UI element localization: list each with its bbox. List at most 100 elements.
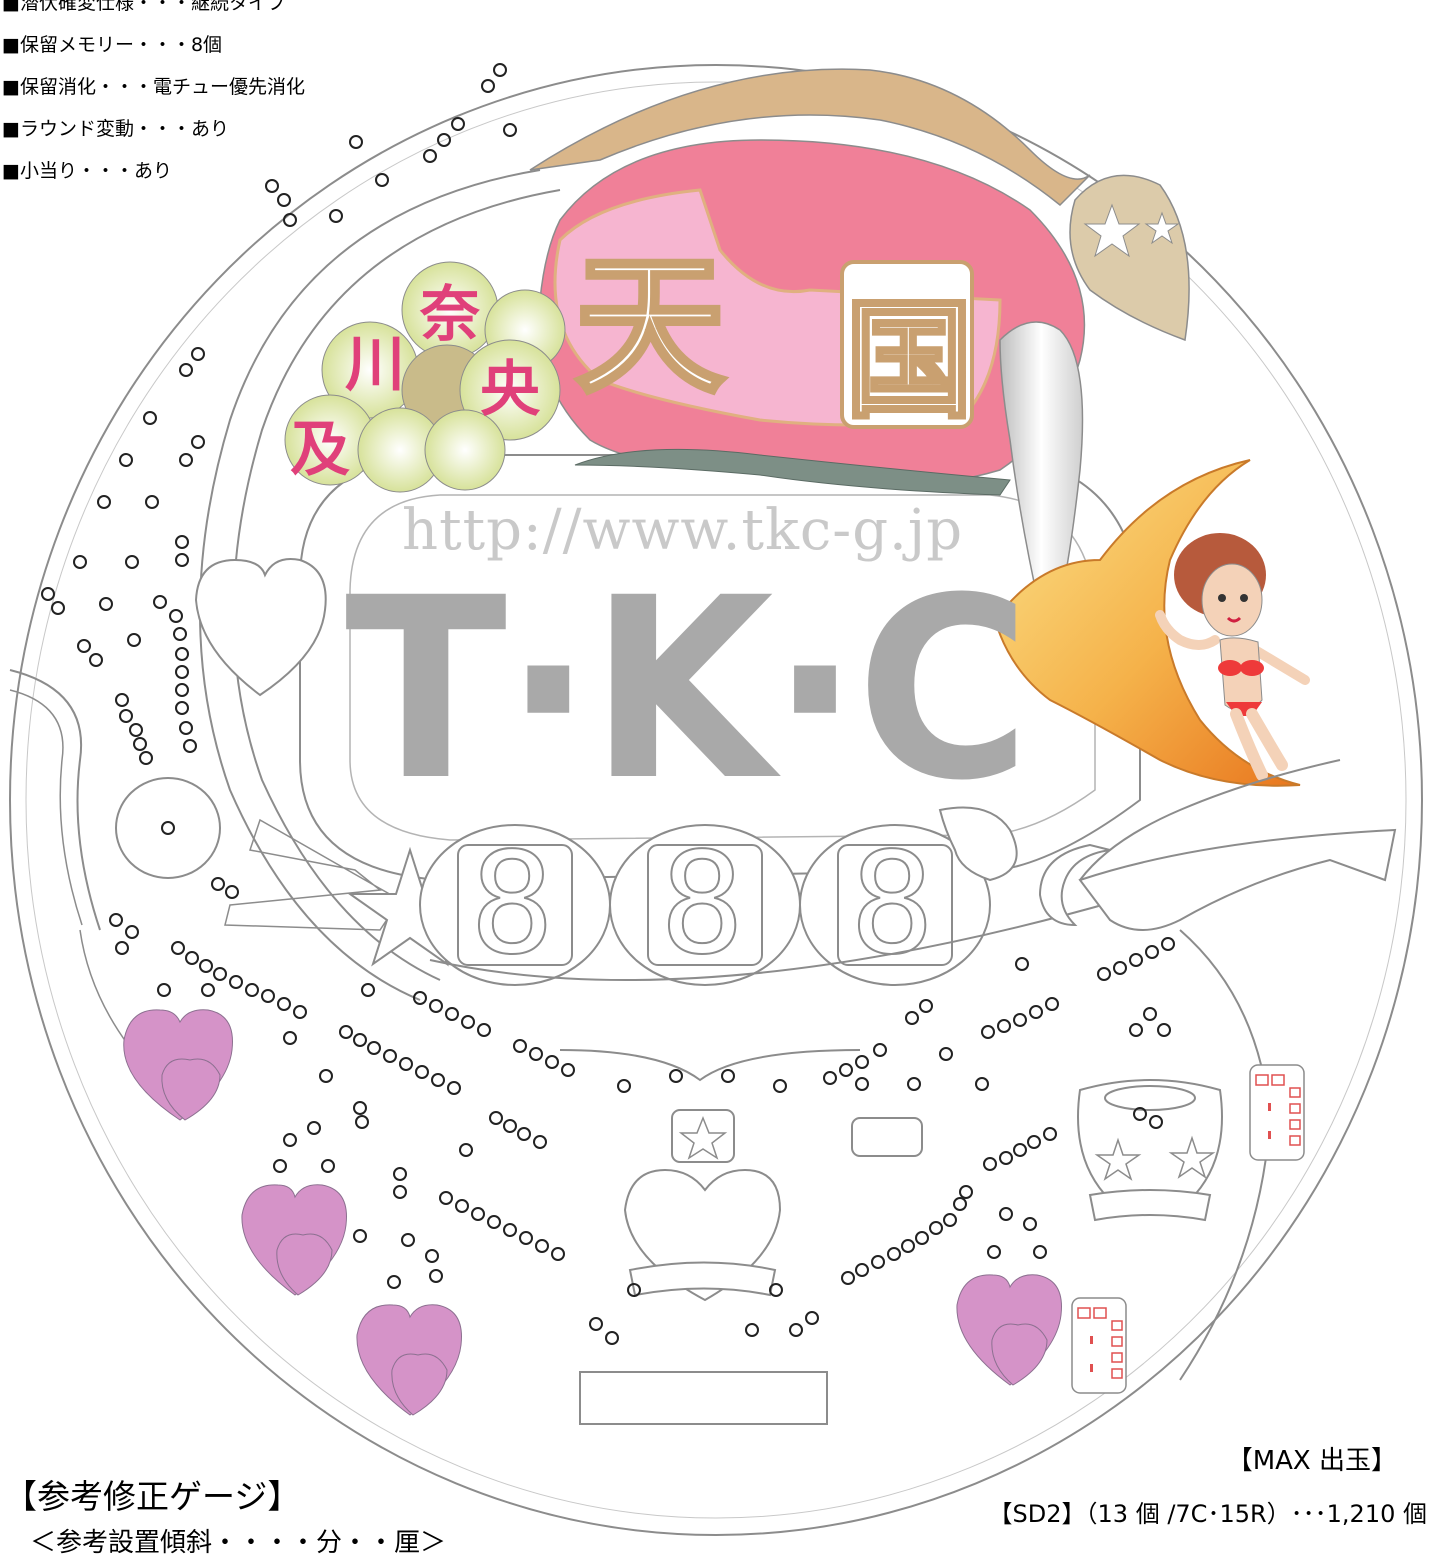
nail-pin bbox=[429, 1269, 443, 1283]
segment-display-upper bbox=[1249, 1064, 1305, 1161]
grape-char-oyobi: 及 bbox=[290, 415, 350, 485]
nail-pin bbox=[125, 925, 139, 939]
purple-heart-2 bbox=[241, 1184, 347, 1296]
nail-pin bbox=[245, 983, 259, 997]
nail-pin bbox=[919, 999, 933, 1013]
nail-pin bbox=[503, 1119, 517, 1133]
nail-pin bbox=[169, 609, 183, 623]
nail-pin bbox=[1149, 1115, 1163, 1129]
nail-pin bbox=[873, 1043, 887, 1057]
nail-pin bbox=[503, 123, 517, 137]
nail-pin bbox=[589, 1317, 603, 1331]
nail-pin bbox=[605, 1331, 619, 1345]
nail-pin bbox=[439, 1191, 453, 1205]
nail-pin bbox=[413, 991, 427, 1005]
nail-pin bbox=[401, 1233, 415, 1247]
nail-pin bbox=[1027, 1135, 1041, 1149]
nail-pin bbox=[447, 1081, 461, 1095]
nail-pin bbox=[535, 1239, 549, 1253]
nail-pin bbox=[51, 601, 65, 615]
nail-pin bbox=[745, 1323, 759, 1337]
nail-pin bbox=[975, 1077, 989, 1091]
shooting-star-trail bbox=[224, 818, 402, 931]
spec-line-1: ■潜伏確変仕様・・・継続タイプ bbox=[2, 0, 286, 14]
nail-pin bbox=[1043, 1127, 1057, 1141]
nail-pin bbox=[329, 209, 343, 223]
nail-pin bbox=[225, 885, 239, 899]
nail-pin bbox=[173, 627, 187, 641]
nail-pin bbox=[1129, 953, 1143, 967]
nail-pin bbox=[939, 1047, 953, 1061]
nail-pin bbox=[1023, 1217, 1037, 1231]
nail-pin bbox=[871, 1255, 885, 1269]
nail-pin bbox=[213, 967, 227, 981]
reel-base-curve bbox=[429, 899, 1121, 981]
nail-pin bbox=[627, 1283, 641, 1297]
nail-pin bbox=[617, 1079, 631, 1093]
nail-pin bbox=[277, 193, 291, 207]
nail-pin bbox=[273, 1159, 287, 1173]
purple-heart-4 bbox=[956, 1274, 1062, 1386]
star-icon-small bbox=[1144, 211, 1180, 245]
nail-pin bbox=[339, 1025, 353, 1039]
nail-pin bbox=[353, 1101, 367, 1115]
nail-pin bbox=[987, 1245, 1001, 1259]
peach-base-leaf bbox=[574, 448, 1011, 496]
nail-pin bbox=[425, 1249, 439, 1263]
nail-pin bbox=[769, 1283, 783, 1297]
nail-pin bbox=[319, 1069, 333, 1083]
nail-pin bbox=[375, 173, 389, 187]
pot-star-right bbox=[1168, 1135, 1216, 1179]
nail-pin bbox=[261, 989, 275, 1003]
nail-pin bbox=[157, 983, 171, 997]
nail-pin bbox=[1133, 1107, 1147, 1121]
nail-pin bbox=[459, 1143, 473, 1157]
nail-pin bbox=[115, 693, 129, 707]
nail-pin bbox=[887, 1247, 901, 1261]
nail-pin bbox=[1113, 961, 1127, 975]
nail-pin bbox=[789, 1323, 803, 1337]
nail-pin bbox=[41, 587, 55, 601]
watermark-url: http://www.tkc-g.jp bbox=[402, 498, 964, 563]
nail-pin bbox=[841, 1271, 855, 1285]
nail-pin bbox=[981, 1025, 995, 1039]
nail-pin bbox=[907, 1077, 921, 1091]
reference-gauge-subheading: ＜参考設置傾斜・・・・分・・厘＞ bbox=[30, 1528, 447, 1558]
board-outline bbox=[9, 64, 1423, 1536]
left-outer-lane-2 bbox=[9, 689, 83, 926]
nail-pin bbox=[999, 1151, 1013, 1165]
nail-pin bbox=[503, 1223, 517, 1237]
nail-pin bbox=[1015, 957, 1029, 971]
nail-pin bbox=[471, 1207, 485, 1221]
nail-pin bbox=[211, 877, 225, 891]
nail-pin bbox=[855, 1077, 869, 1091]
nail-pin bbox=[183, 739, 197, 753]
grape-cluster bbox=[284, 261, 566, 493]
nail-pin bbox=[73, 555, 87, 569]
nail-pin bbox=[805, 1311, 819, 1325]
nail-pin bbox=[529, 1047, 543, 1061]
max-output-heading: 【MAX 出玉】 bbox=[1226, 1446, 1397, 1476]
nail-pin bbox=[423, 149, 437, 163]
nail-pin bbox=[1129, 1023, 1143, 1037]
grape-char-na: 奈 bbox=[419, 280, 480, 350]
nail-pin bbox=[445, 1007, 459, 1021]
nail-pin bbox=[997, 1019, 1011, 1033]
nail-pin bbox=[89, 653, 103, 667]
nail-pin bbox=[143, 411, 157, 425]
nail-pin bbox=[383, 1049, 397, 1063]
nail-pin bbox=[179, 363, 193, 377]
title-koku-box bbox=[840, 260, 974, 429]
nail-pin bbox=[393, 1185, 407, 1199]
nail-pin bbox=[959, 1185, 973, 1199]
nail-pin bbox=[451, 117, 465, 131]
nail-pin bbox=[1161, 937, 1175, 951]
heart-left-stage bbox=[194, 558, 327, 697]
nail-pin bbox=[353, 1033, 367, 1047]
nail-pin bbox=[1145, 945, 1159, 959]
center-star-icon bbox=[678, 1115, 728, 1160]
nail-pin bbox=[145, 495, 159, 509]
nail-pin bbox=[293, 1005, 307, 1019]
nail-pin bbox=[109, 913, 123, 927]
spec-line-4: ■ラウンド変動・・・あり bbox=[2, 118, 229, 140]
